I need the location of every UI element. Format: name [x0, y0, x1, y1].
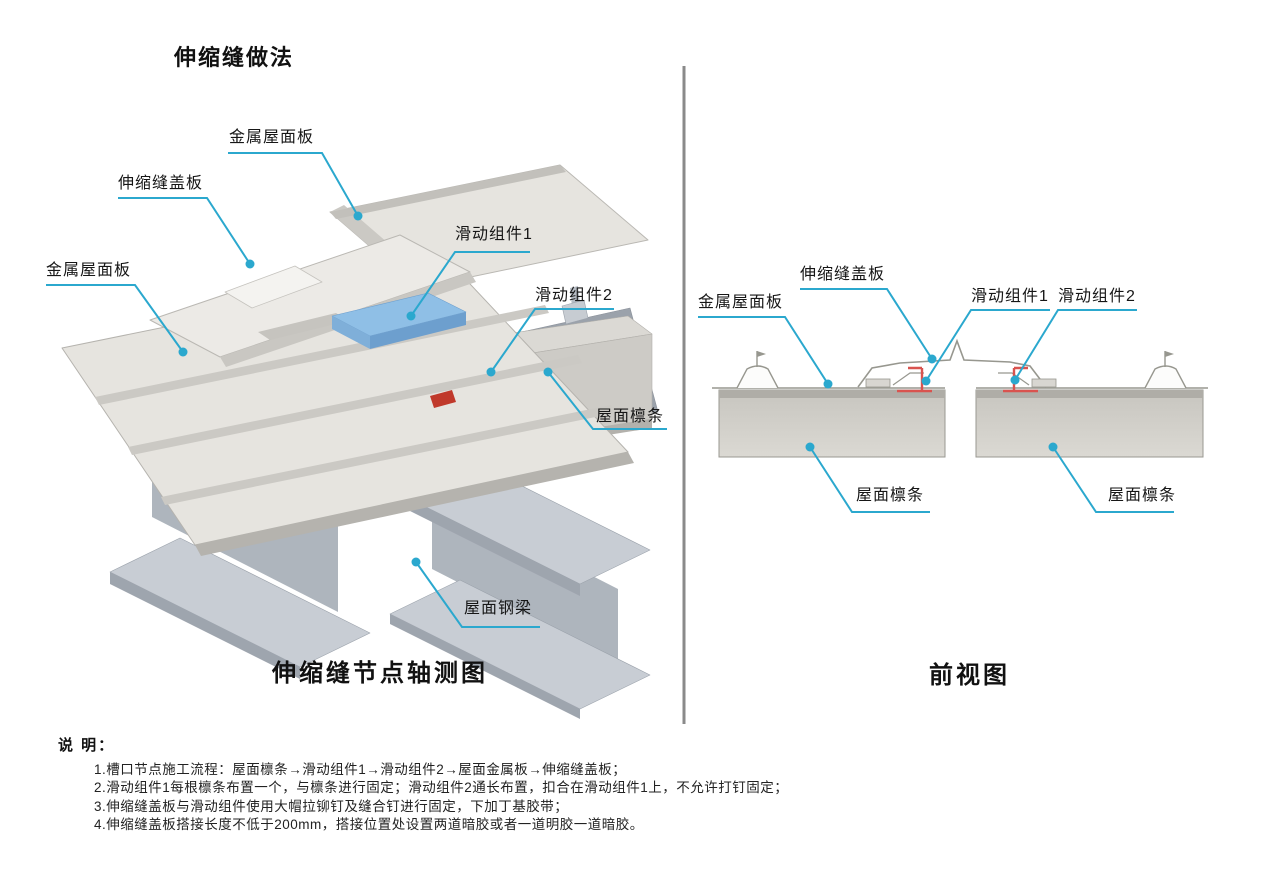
- purlin-block-right-top: [976, 390, 1203, 398]
- seam-rib-left: [736, 351, 779, 389]
- label-slide-component-1: 滑动组件1: [455, 226, 533, 243]
- leader-expansion-cover: [118, 197, 251, 265]
- leader-front-purlin-left: [809, 446, 930, 513]
- note-item-3: 3.伸缩缝盖板与滑动组件使用大帽拉铆钉及缝合钉进行固定，下加丁基胶带；: [94, 798, 569, 814]
- slide-component-1: [331, 292, 467, 349]
- notes-list: 1.槽口节点施工流程：屋面檩条→滑动组件1→滑动组件2→屋面金属板→伸缩缝盖板；…: [58, 761, 1238, 835]
- purlin-block-left: [718, 389, 946, 458]
- leader-dots: [178, 211, 1058, 567]
- seam-rib-right: [1144, 351, 1187, 389]
- leader-slide-comp-2: [490, 308, 614, 373]
- front-view-caption: 前视图: [929, 662, 1010, 689]
- label-metal-roof-panel-top: 金属屋面板: [229, 129, 315, 146]
- axon-view-caption: 伸缩缝节点轴测图: [272, 660, 488, 687]
- joint-seal-red: [430, 390, 456, 408]
- note-item-4: 4.伸缩缝盖板搭接长度不低于200mm，搭接位置处设置两道暗胶或者一道明胶一道暗…: [94, 817, 644, 833]
- note-item-2: 2.滑动组件1每根檩条布置一个，与檩条进行固定；滑动组件2通长布置，扣合在滑动组…: [94, 780, 789, 796]
- leader-lines: [46, 152, 1174, 628]
- label-roof-beam: 屋面钢梁: [464, 600, 533, 617]
- label-roof-purlin: 屋面檩条: [596, 408, 665, 425]
- label-front-expansion-cover: 伸缩缝盖板: [800, 266, 886, 283]
- i-beam-right: [389, 454, 651, 719]
- label-expansion-cover: 伸缩缝盖板: [118, 175, 204, 192]
- slide-clip-gray-right: [998, 372, 1057, 388]
- leader-front-slide-comp-1: [925, 309, 1050, 382]
- leader-slide-comp-1: [410, 251, 530, 317]
- front-view-drawing: [712, 338, 1208, 458]
- label-front-slide-component-1: 滑动组件1: [971, 288, 1049, 305]
- leader-front-metal-roof-panel: [698, 316, 829, 385]
- leader-front-expansion-cover: [800, 288, 933, 360]
- label-front-purlin-left: 屋面檩条: [856, 487, 925, 504]
- page-title: 伸缩缝做法: [174, 45, 295, 70]
- label-metal-roof-panel-left: 金属屋面板: [46, 262, 132, 279]
- leader-roof-purlin: [547, 371, 667, 430]
- notes-heading: 说 明：: [58, 737, 116, 754]
- label-front-metal-roof-panel: 金属屋面板: [698, 294, 784, 311]
- label-slide-component-2: 滑动组件2: [535, 287, 613, 304]
- notes-section: 说 明： 1.槽口节点施工流程：屋面檩条→滑动组件1→滑动组件2→屋面金属板→伸…: [58, 734, 1238, 835]
- clip-rail: [258, 313, 348, 340]
- label-front-slide-component-2: 滑动组件2: [1058, 288, 1136, 305]
- leader-metal-roof-panel-top: [228, 152, 359, 217]
- axon-drawing: [61, 164, 659, 719]
- leader-front-purlin-right: [1052, 446, 1174, 513]
- leader-roof-beam: [415, 561, 540, 628]
- leader-front-slide-comp-2: [1014, 309, 1137, 381]
- purlin-block-left-top: [719, 390, 945, 398]
- purlin-block-right: [975, 389, 1204, 458]
- note-item-1: 1.槽口节点施工流程：屋面檩条→滑动组件1→滑动组件2→屋面金属板→伸缩缝盖板；: [94, 762, 627, 777]
- label-front-purlin-right: 屋面檩条: [1108, 487, 1177, 504]
- slide-clip-gray-left: [865, 372, 924, 388]
- leader-metal-roof-panel-left: [46, 284, 184, 353]
